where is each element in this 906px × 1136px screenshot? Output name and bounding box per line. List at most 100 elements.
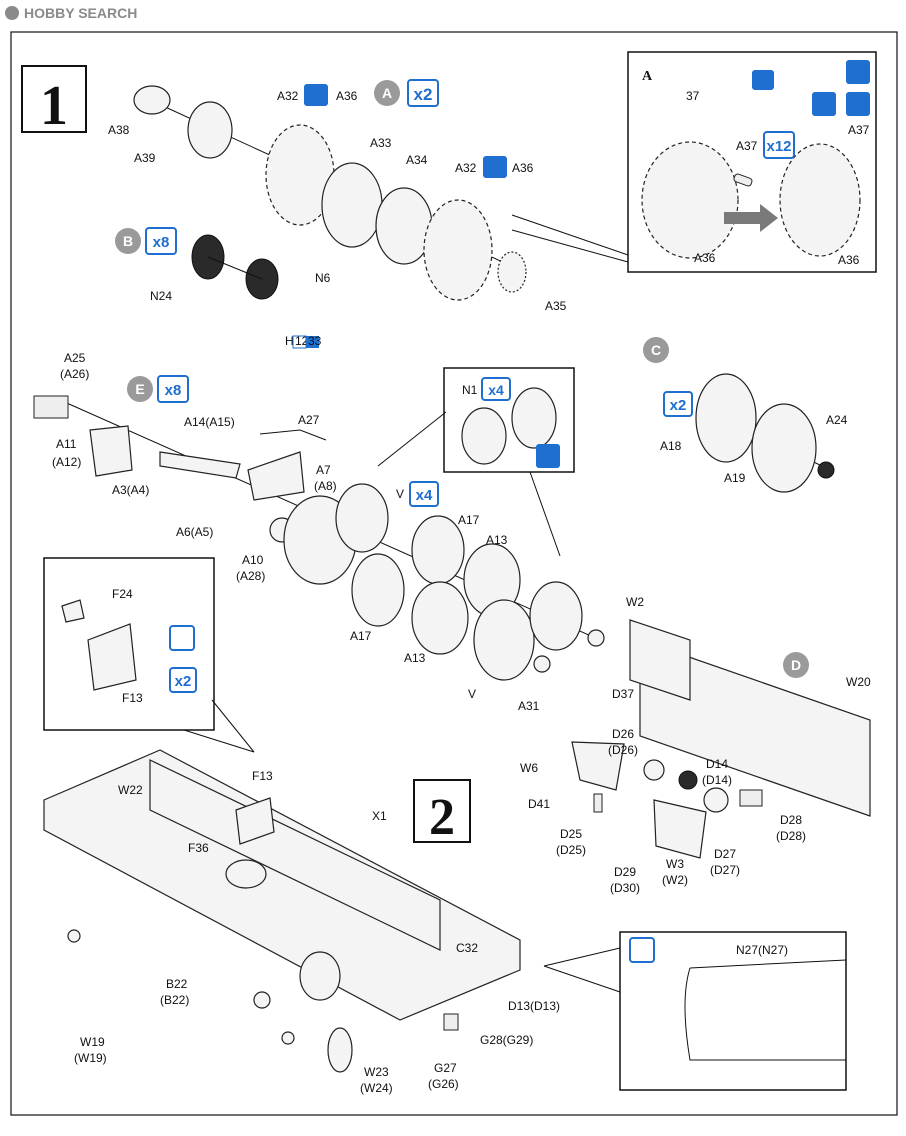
multiplier-x4-n1 [481,377,511,401]
label-a36: A36 [336,89,358,103]
label-d30p: (D30) [610,881,640,895]
hull-final-drive-mount [299,951,341,1001]
part-f13-hull [235,797,275,845]
label-w3: W3 [666,857,684,871]
label-a13-b: A13 [404,651,426,665]
part-d27 [703,787,729,813]
paint-h: H [285,334,294,348]
part-n1 [461,407,507,465]
symmetry-icon-3 [846,92,870,116]
label-a12: (A12) [52,455,81,469]
part-a13 [411,581,469,655]
subassembly-b-badge [115,228,141,254]
part-w19 [67,929,81,943]
step-1-box [21,65,87,133]
label-a14: A14(A15) [184,415,235,429]
part-v-tire-3 [473,599,535,681]
label-f13: F13 [122,691,143,705]
label-d26p: (D26) [608,743,638,757]
multiplier-x2-a-text: x2 [414,85,433,104]
subassembly-c-letter: C [651,342,661,358]
part-w3 [653,799,707,859]
label-d13: D13(D13) [508,999,560,1013]
part-g27 [443,1013,459,1031]
glue-icon-2 [169,625,195,651]
label-d25p: (D25) [556,843,586,857]
inset-a-pointer [511,214,629,256]
label-d14: D14 [706,757,728,771]
label-a32-b: A32 [455,161,477,175]
multiplier-x8-b-text: x8 [153,234,170,251]
paint-33-box [306,336,319,348]
part-n1-2 [511,387,557,449]
inset-f-pointer-2 [211,699,255,753]
inset-n27-pointer-2 [543,965,621,993]
symmetry-icon-4 [536,444,560,468]
label-w19: W19 [80,1035,105,1049]
multiplier-x2-c-text: x2 [670,397,687,414]
step-2-number: 2 [429,789,455,846]
hull-assembly [43,749,521,1073]
subassembly-d-badge [783,652,809,678]
label-d41: D41 [528,797,550,811]
label-w22: W22 [118,783,143,797]
part-a35 [497,251,527,293]
part-w23 [327,1027,353,1073]
label-d25: D25 [560,827,582,841]
label-d28: D28 [780,813,802,827]
part-a19 [751,403,817,493]
label-g26p: (G26) [428,1077,459,1091]
part-a7 [247,451,305,501]
subassembly-d-letter: D [791,657,801,673]
label-f24: F24 [112,587,133,601]
part-a27 [259,429,327,441]
label-a26: (A26) [60,367,89,381]
multiplier-x2-c [663,391,693,417]
watermark: HOBBY SEARCH [5,5,137,21]
label-n27: N27(N27) [736,943,788,957]
paint-12: 12 [295,334,309,348]
subassembly-a-badge [374,80,400,106]
label-a35: A35 [545,299,567,313]
multiplier-x2-f [169,667,197,693]
inset-n1-pointer-2 [529,471,561,557]
step-2-box [413,779,471,843]
part-a17-2 [411,515,465,585]
part-v-tire-2 [335,483,389,553]
label-a36-b: A36 [512,161,534,175]
label-a17: A17 [458,513,480,527]
subassembly-c-badge [643,337,669,363]
label-n1: N1 [462,383,478,397]
multiplier-x8-b [145,227,177,255]
part-w6 [571,741,625,791]
cement-icon-2 [752,70,774,90]
part-a32-sprocket-2 [423,199,493,301]
multiplier-x2-f-text: x2 [175,673,192,690]
cement-icon [812,92,836,116]
label-a38: A38 [108,123,130,137]
label-d28p: (D28) [776,829,806,843]
inset-sprocket-before [641,141,739,259]
label-a10: A10 [242,553,264,567]
label-g28: G28(G29) [480,1033,533,1047]
part-d28 [739,789,763,807]
part-d41 [593,793,603,813]
multiplier-x2-a [407,79,439,107]
part-a17 [351,553,405,627]
label-a31: A31 [518,699,540,713]
part-b22 [253,991,271,1009]
paint-33: 33 [308,334,322,348]
part-a14-spring [159,451,241,479]
multiplier-x4-v-text: x4 [416,487,433,504]
part-v-tire-4 [529,581,583,651]
watermark-text: HOBBY SEARCH [24,5,137,21]
inset-n1-pointer [377,411,447,467]
multiplier-x4-n1-text: x4 [488,382,504,398]
glue-icon-3 [629,937,655,963]
callout-37: 37 [686,89,700,103]
label-a3: A3(A4) [112,483,149,497]
label-a24: A24 [826,413,848,427]
label-w19p: (W19) [74,1051,107,1065]
label-d14p: (D14) [702,773,732,787]
label-a39: A39 [134,151,156,165]
